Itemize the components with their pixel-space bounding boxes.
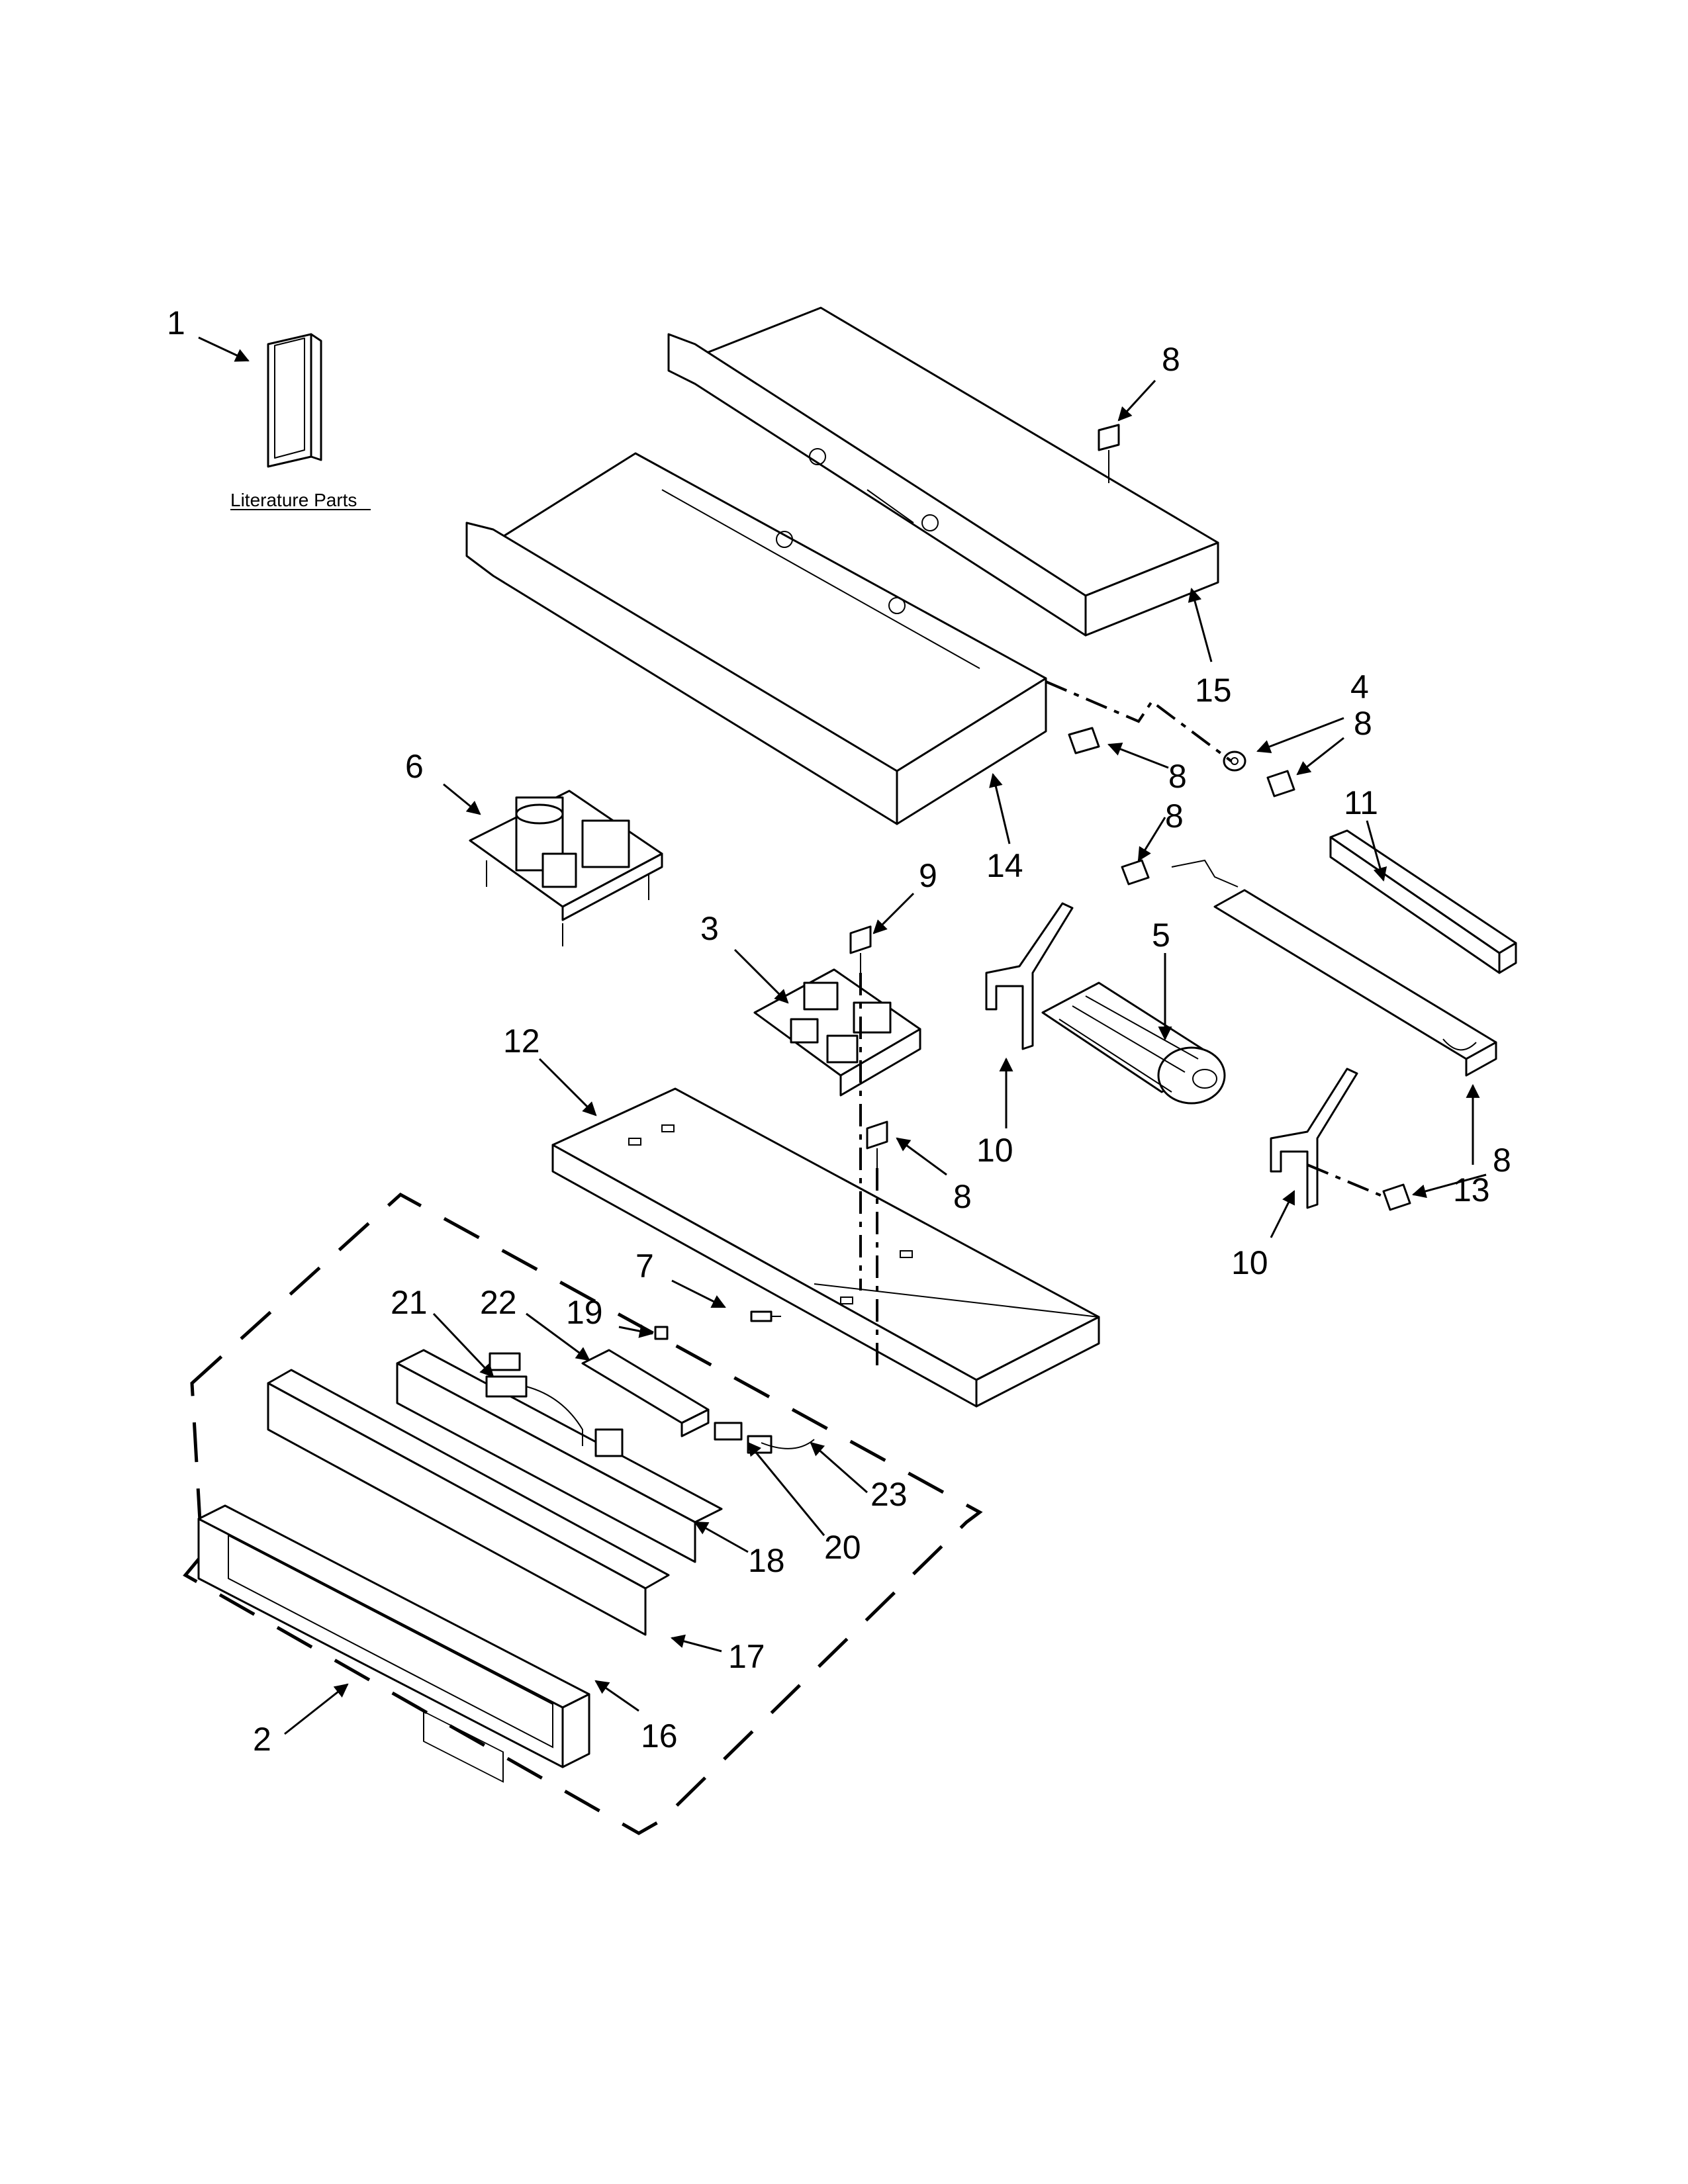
- callout-8-panel: 8: [953, 1178, 972, 1215]
- callout-21: 21: [391, 1284, 428, 1321]
- callout-3: 3: [700, 910, 719, 947]
- callout-14: 14: [986, 847, 1023, 884]
- callout-15: 15: [1195, 672, 1232, 709]
- buzzer-harness-part: [485, 1375, 583, 1446]
- clip-part: [654, 1326, 669, 1340]
- callout-22: 22: [480, 1284, 517, 1321]
- callout-5: 5: [1152, 917, 1170, 954]
- literature-booklet-part: [267, 333, 322, 468]
- display-panel-part: [267, 1369, 670, 1783]
- control-panel-assembly-boundary: [183, 1192, 983, 1835]
- callout-8-right: 8: [1493, 1142, 1511, 1179]
- callout-11: 11: [1344, 784, 1378, 821]
- callout-16: 16: [641, 1717, 678, 1754]
- top-rear-panel-part: [667, 306, 1219, 637]
- callout-10-right: 10: [1231, 1244, 1268, 1281]
- callout-8-left: 8: [1168, 758, 1187, 795]
- connector-board-part: [714, 1422, 773, 1454]
- callout-19: 19: [566, 1294, 603, 1331]
- callout-8-washer: 8: [1354, 705, 1372, 742]
- cooling-fan-part: [1041, 981, 1226, 1105]
- callout-12: 12: [503, 1023, 540, 1060]
- sensor-part: [750, 1310, 781, 1322]
- foam-strip-part: [1329, 829, 1517, 974]
- top-front-panel-part: [465, 452, 1047, 825]
- screw-part: [849, 424, 1411, 1211]
- assembly-center-lines: [859, 680, 1387, 1370]
- callout-9: 9: [919, 857, 937, 894]
- callout-20: 20: [824, 1529, 861, 1566]
- relay-board-part: [753, 968, 921, 1097]
- leader-arrows: [198, 336, 1487, 1735]
- callout-6: 6: [405, 748, 424, 785]
- callout-1: 1: [167, 304, 185, 341]
- fan-bracket-right-part: [1270, 1068, 1358, 1209]
- callout-17: 17: [728, 1638, 765, 1675]
- control-mounting-panel-part: [551, 1087, 1100, 1408]
- callout-18: 18: [748, 1542, 785, 1579]
- callout-labels: 1 2 3 4 5 6 7 8 8 8 8 8 8 9 10 10 11 12 …: [167, 304, 1511, 1758]
- callout-10-left: 10: [976, 1132, 1013, 1169]
- transformer-board-part: [469, 790, 663, 946]
- callout-7: 7: [635, 1248, 654, 1285]
- sub-board-part: [581, 1349, 710, 1437]
- callout-23: 23: [870, 1476, 908, 1513]
- literature-parts-caption: Literature Parts: [230, 490, 357, 510]
- main-control-board-part: [396, 1349, 723, 1563]
- callout-13: 13: [1453, 1171, 1490, 1208]
- fan-bracket-left-part: [985, 902, 1074, 1050]
- callout-8-bracket: 8: [1165, 797, 1184, 835]
- mounting-bracket-part: [1171, 859, 1497, 1077]
- washer-part: [1223, 751, 1246, 772]
- callout-2: 2: [253, 1721, 271, 1758]
- callout-8-top: 8: [1162, 341, 1180, 378]
- control-trim-part: [197, 1504, 590, 1768]
- callout-4: 4: [1350, 668, 1369, 705]
